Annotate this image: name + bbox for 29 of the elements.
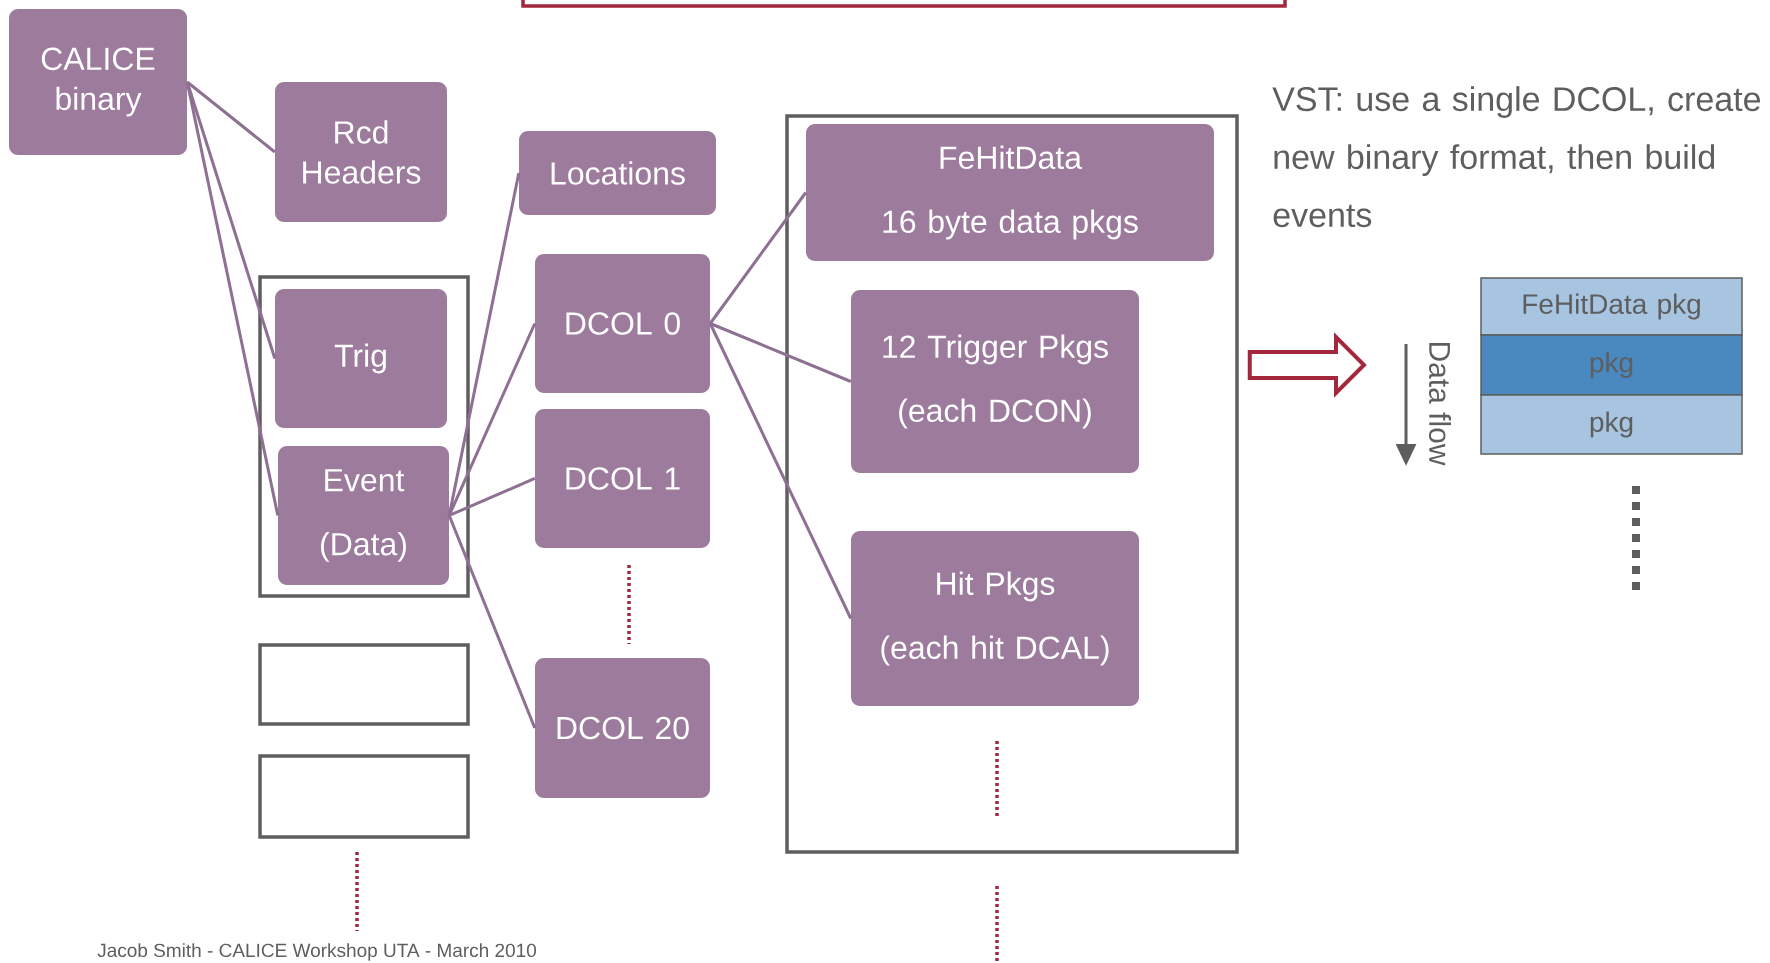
stack-row: pkg [1480,394,1743,455]
outline-box [258,643,470,726]
outline-box [258,754,470,839]
block-arrow [1247,332,1367,398]
connector-line [708,322,853,620]
outline-box [258,275,470,598]
process-box: Rcd Headers [275,82,447,222]
stack-row: pkg [1480,334,1743,396]
process-box: 12 Trigger Pkgs (each DCON) [851,290,1139,473]
connector-line [186,80,276,154]
process-box: Trig [275,289,447,428]
connector-line [709,191,808,325]
connector-line [447,514,537,729]
axis-label: Data flow [1429,342,1451,466]
process-box: CALICE binary [9,9,187,155]
process-box: DCOL 0 [535,254,710,393]
process-box: FeHitData 16 byte data pkgs [806,124,1214,261]
stack-row: FeHitData pkg [1480,277,1743,336]
process-box: Locations [519,131,716,215]
connector-line [448,477,536,517]
outline-box [785,114,1239,854]
connector-line [447,172,521,516]
process-box: Hit Pkgs (each hit DCAL) [851,531,1139,706]
footer-text: Jacob Smith - CALICE Workshop UTA - March 2010 [97,943,536,961]
process-box: Event (Data) [278,446,449,585]
process-box: DCOL 1 [535,409,710,548]
connector-line [709,322,852,383]
process-box: DCOL 20 [535,658,710,798]
note-text: VST: use a single DCOL, create new binary format, then build events [1272,86,1761,228]
